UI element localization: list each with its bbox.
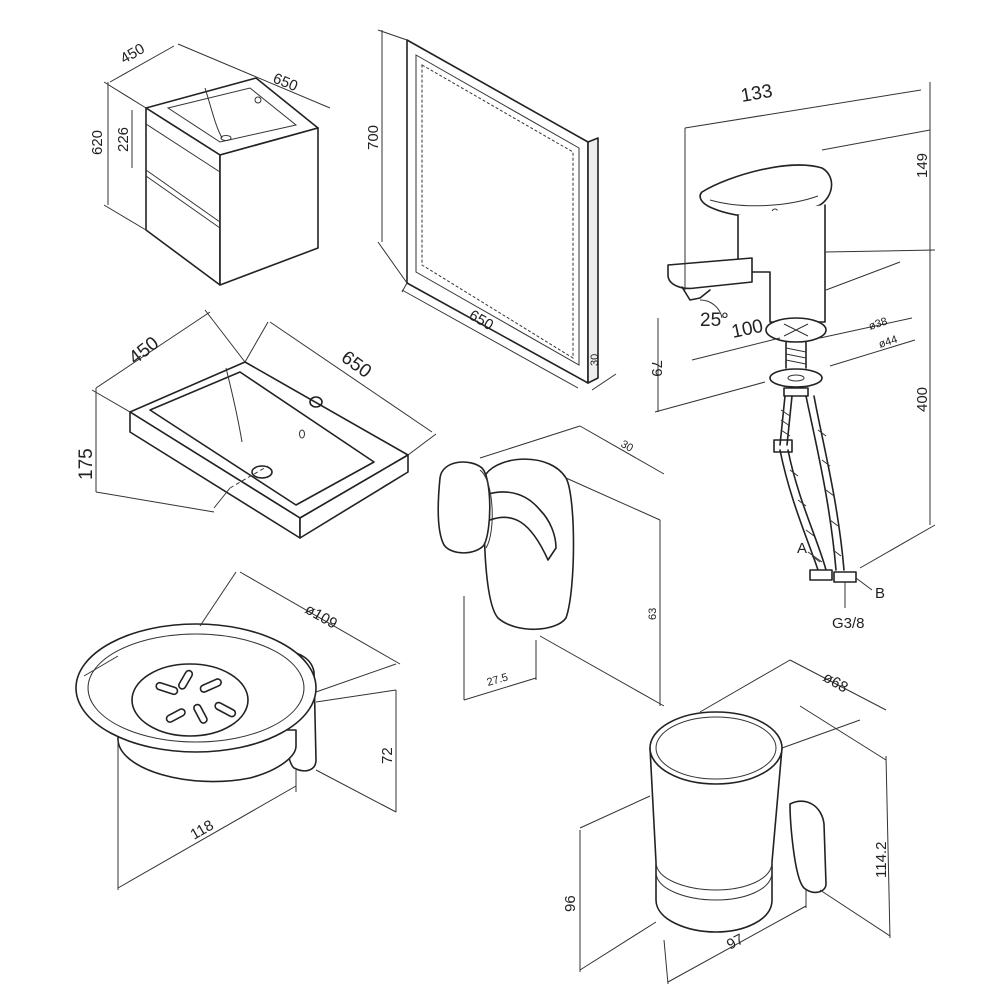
cup-diameter-label: ø68 — [820, 669, 851, 697]
faucet-drawing — [654, 82, 936, 608]
vanity-width-label: 650 — [271, 70, 301, 95]
hook-height-label: 63 — [647, 608, 659, 620]
vanity-cabinet-drawing — [103, 43, 331, 286]
soap-dish-height-label: 72 — [379, 747, 396, 764]
cup-total-height-label: 114.2 — [873, 842, 890, 878]
basin-height-label: 175 — [76, 448, 97, 480]
mirror-drawing — [377, 29, 617, 391]
faucet-diameter-38-label: ø38 — [867, 316, 889, 333]
hook-depth-label: 30 — [619, 438, 636, 455]
faucet-connector-a-label: A — [797, 540, 807, 557]
basin-width-label: 650 — [337, 347, 375, 383]
vanity-drawer-label: 226 — [115, 127, 132, 152]
soap-dish-diameter-label: ø109 — [302, 601, 340, 633]
vanity-height-label: 620 — [89, 130, 106, 155]
soap-dish-width-label: 118 — [188, 817, 217, 844]
soap-dish-drawing — [75, 571, 401, 890]
faucet-thread-label: G3/8 — [832, 615, 865, 632]
basin-depth-label: 450 — [125, 333, 163, 369]
faucet-spout-length-label: 133 — [739, 81, 774, 107]
basin-drawing — [91, 309, 437, 539]
faucet-angle-label: 25° — [700, 310, 729, 331]
mirror-depth-label: 30 — [589, 354, 601, 366]
cup-width-label: 97 — [724, 931, 747, 954]
faucet-base-height-label: 79 — [648, 360, 665, 377]
robe-hook-drawing — [437, 425, 665, 707]
hook-width-label: 27.5 — [486, 671, 510, 688]
faucet-diameter-44-label: ø44 — [877, 334, 899, 351]
toothbrush-cup-drawing — [579, 659, 891, 985]
faucet-reach-label: 100 — [730, 316, 765, 343]
faucet-hose-length-label: 400 — [914, 387, 931, 412]
cup-height-label: 96 — [562, 895, 579, 912]
mirror-height-label: 700 — [365, 125, 382, 150]
faucet-connector-b-label: B — [875, 585, 885, 602]
faucet-top-height-label: 149 — [914, 153, 931, 178]
